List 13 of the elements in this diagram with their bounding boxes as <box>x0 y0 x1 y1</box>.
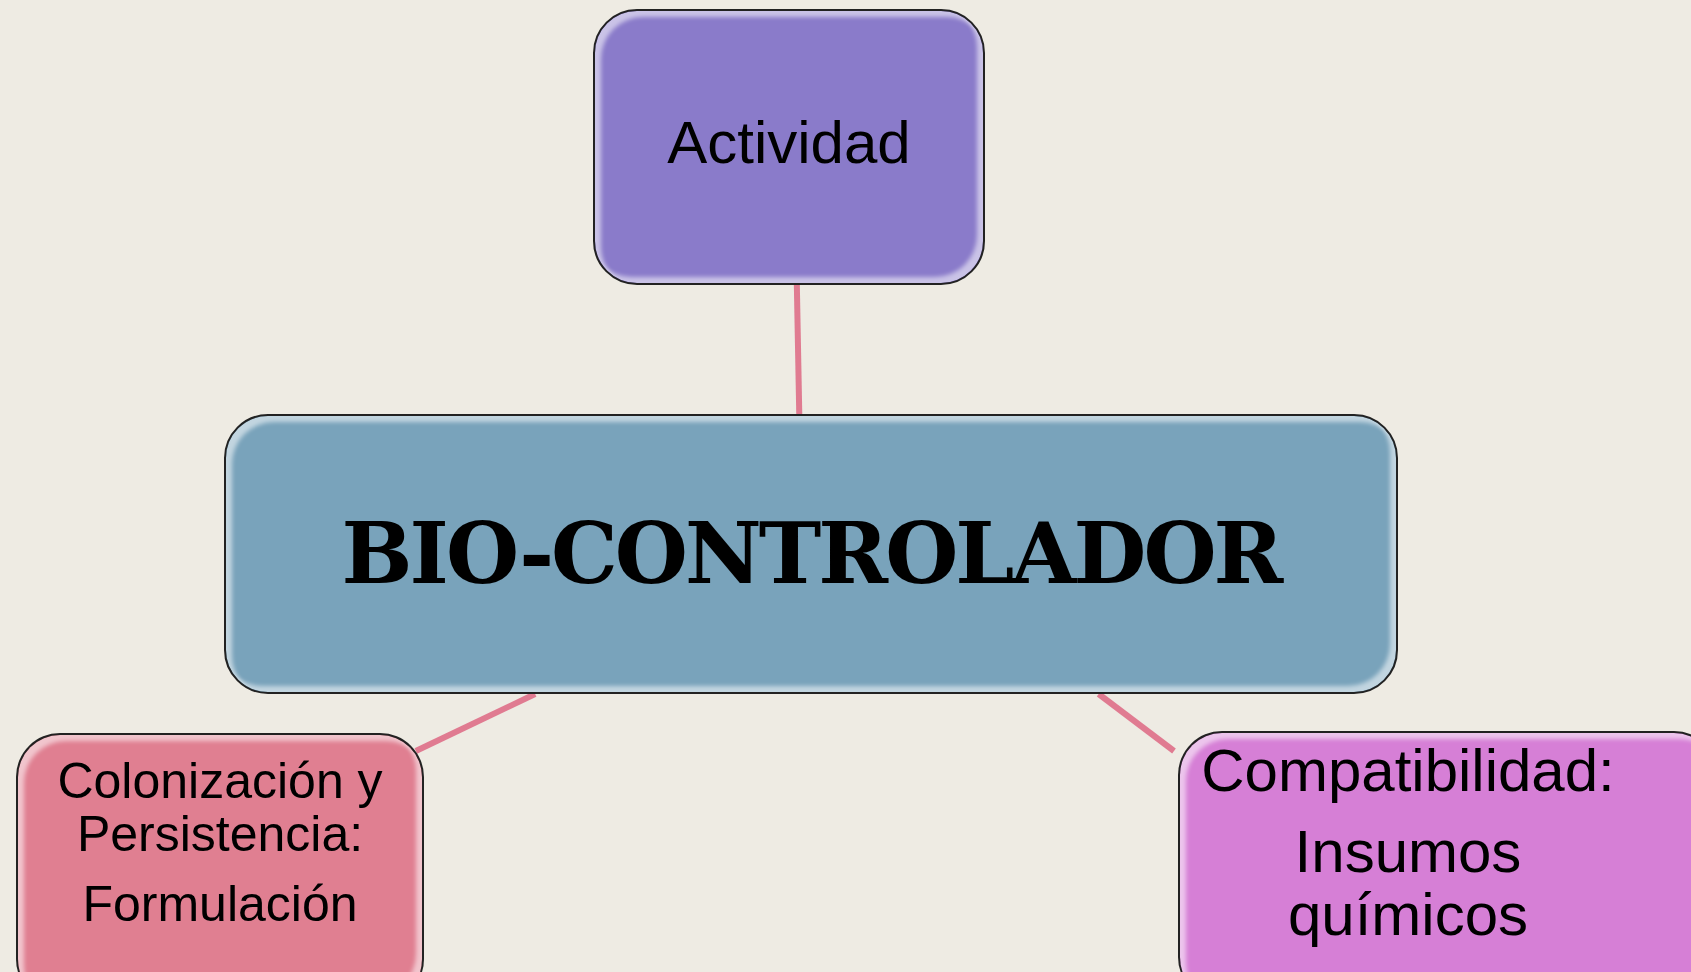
rounded-box <box>16 733 424 972</box>
rounded-box <box>224 414 1398 694</box>
box-label: Colonización y Persistencia: <box>56 755 384 860</box>
title-label: BIO-CONTROLADOR <box>340 509 1283 599</box>
connector-line <box>1096 691 1176 754</box>
rounded-box <box>593 9 985 285</box>
box-label: Compatibilidad: <box>1200 739 1616 802</box>
rounded-box <box>1178 731 1691 972</box>
box-subtext: Formulación <box>81 878 359 931</box>
connector-line <box>793 284 803 415</box>
box-label: Actividad <box>666 111 912 174</box>
box-subtext: Insumos químicos <box>1286 820 1530 946</box>
connector-line <box>414 691 537 754</box>
